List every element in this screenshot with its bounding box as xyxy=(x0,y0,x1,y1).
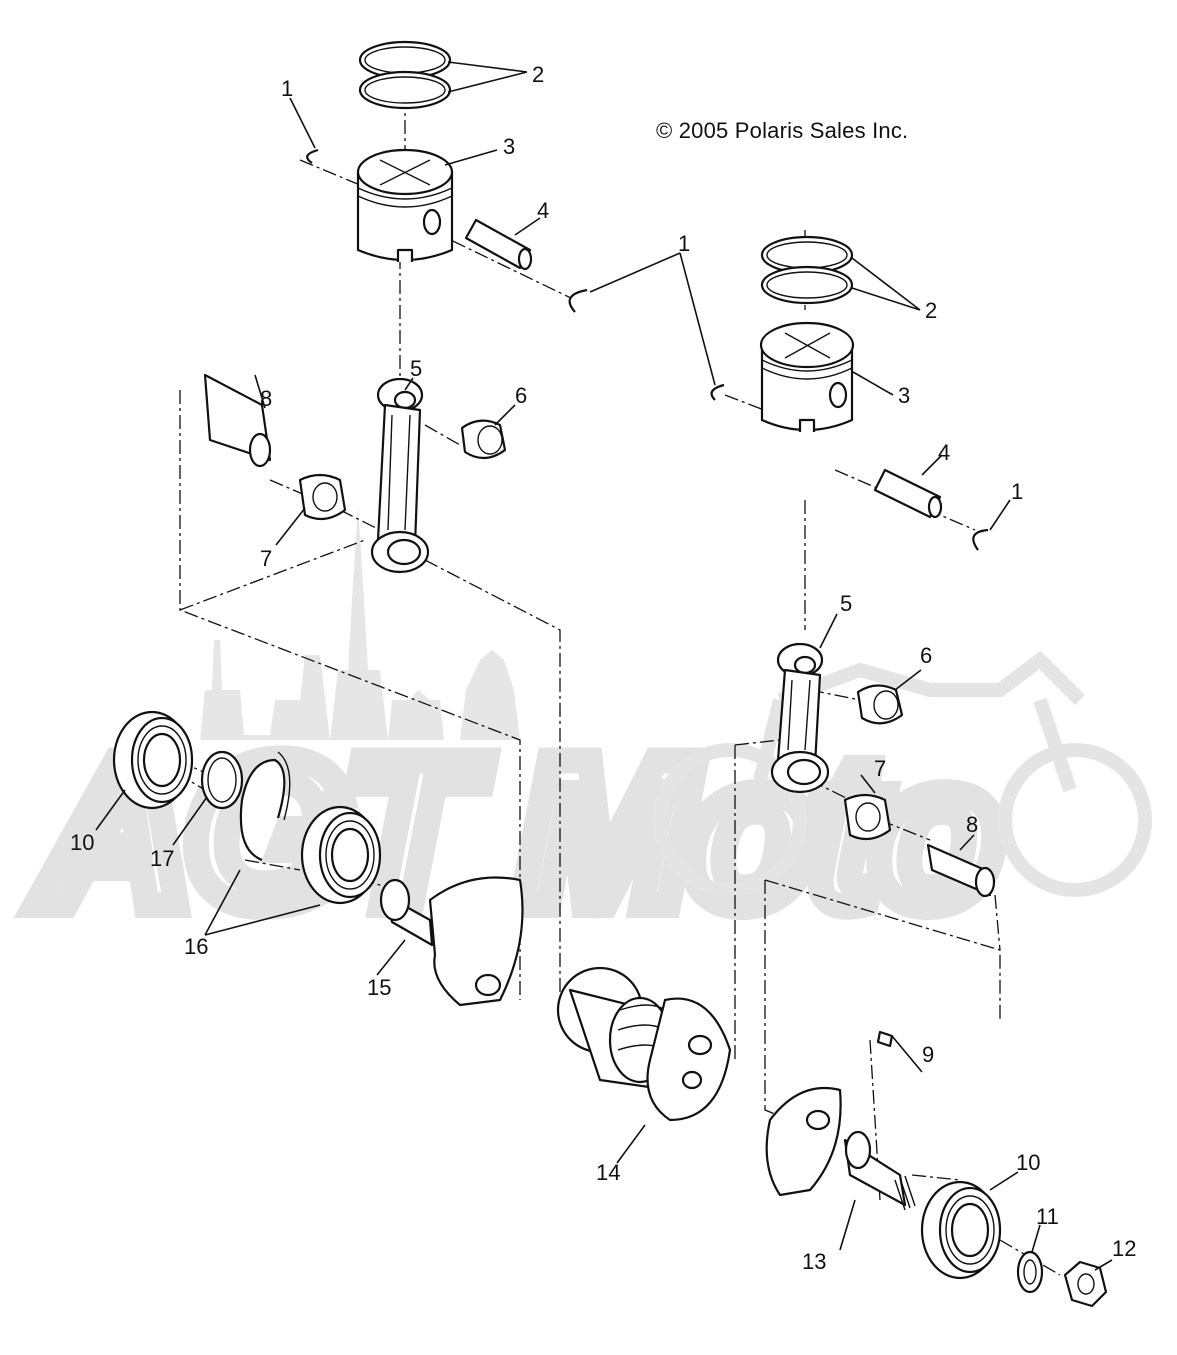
crankshaft-half-15 xyxy=(379,876,524,1007)
snap-ring-17 xyxy=(200,750,244,810)
piston-right xyxy=(759,321,855,432)
main-bearing-16 xyxy=(300,805,382,905)
wrist-pin-left xyxy=(464,218,533,271)
callout-16: 16 xyxy=(184,934,208,959)
woodruff-key-9 xyxy=(876,1030,894,1048)
circlip-right-1 xyxy=(710,383,725,401)
callout-6: 6 xyxy=(920,643,932,668)
circlip-left-2 xyxy=(568,288,588,313)
callout-3: 3 xyxy=(898,383,910,408)
callout-1: 1 xyxy=(678,231,690,256)
crank-pin-right xyxy=(926,843,996,898)
callout-labels: 1 2 3 4 1 2 3 5 8 6 4 1 7 5 6 7 8 10 17 … xyxy=(70,62,1136,1274)
callout-5: 5 xyxy=(840,591,852,616)
copyright-notice: © 2005 Polaris Sales Inc. xyxy=(656,118,909,143)
callout-11: 11 xyxy=(1036,1204,1059,1229)
callout-1: 1 xyxy=(281,76,293,101)
callout-2: 2 xyxy=(532,62,544,87)
piston-left xyxy=(356,148,454,262)
piston-rings-right xyxy=(760,235,854,305)
callout-13: 13 xyxy=(802,1249,826,1274)
callout-3: 3 xyxy=(503,134,515,159)
washer-11 xyxy=(1016,1250,1044,1294)
needle-bearing-right xyxy=(856,684,904,725)
callout-12: 12 xyxy=(1112,1236,1136,1261)
callout-10: 10 xyxy=(1016,1150,1040,1175)
circlip-right-2 xyxy=(972,528,989,551)
callout-10: 10 xyxy=(70,830,94,855)
leader-lines xyxy=(95,61,1113,1271)
wrist-pin-right xyxy=(873,468,943,519)
callout-9: 9 xyxy=(922,1042,934,1067)
seal-ring-16 xyxy=(239,751,291,862)
callout-1: 1 xyxy=(1011,479,1023,504)
crankshaft-center-14 xyxy=(556,966,732,1122)
nut-12 xyxy=(1063,1260,1108,1308)
crankshaft-half-13 xyxy=(765,1086,916,1211)
callout-8: 8 xyxy=(260,386,272,411)
circlip-left-1 xyxy=(306,148,319,164)
crank-pin-left xyxy=(203,373,272,468)
callout-5: 5 xyxy=(410,356,422,381)
callout-8: 8 xyxy=(966,812,978,837)
callout-7: 7 xyxy=(874,756,886,781)
callout-2: 2 xyxy=(925,298,937,323)
callout-4: 4 xyxy=(938,440,950,465)
main-bearing-right xyxy=(920,1180,1002,1280)
crank-bearing-right xyxy=(843,793,892,841)
piston-rings-left xyxy=(358,40,452,110)
callout-15: 15 xyxy=(367,975,391,1000)
connecting-rod-left xyxy=(370,377,430,574)
callout-14: 14 xyxy=(596,1160,620,1185)
connecting-rod-right xyxy=(770,642,830,794)
crank-bearing-left xyxy=(298,473,347,521)
callout-7: 7 xyxy=(260,546,272,571)
needle-bearing-left xyxy=(460,419,507,460)
callout-6: 6 xyxy=(515,383,527,408)
callout-4: 4 xyxy=(537,198,549,223)
callout-17: 17 xyxy=(150,846,174,871)
main-bearing-left xyxy=(112,710,194,810)
alignment-lines xyxy=(154,70,1061,1276)
